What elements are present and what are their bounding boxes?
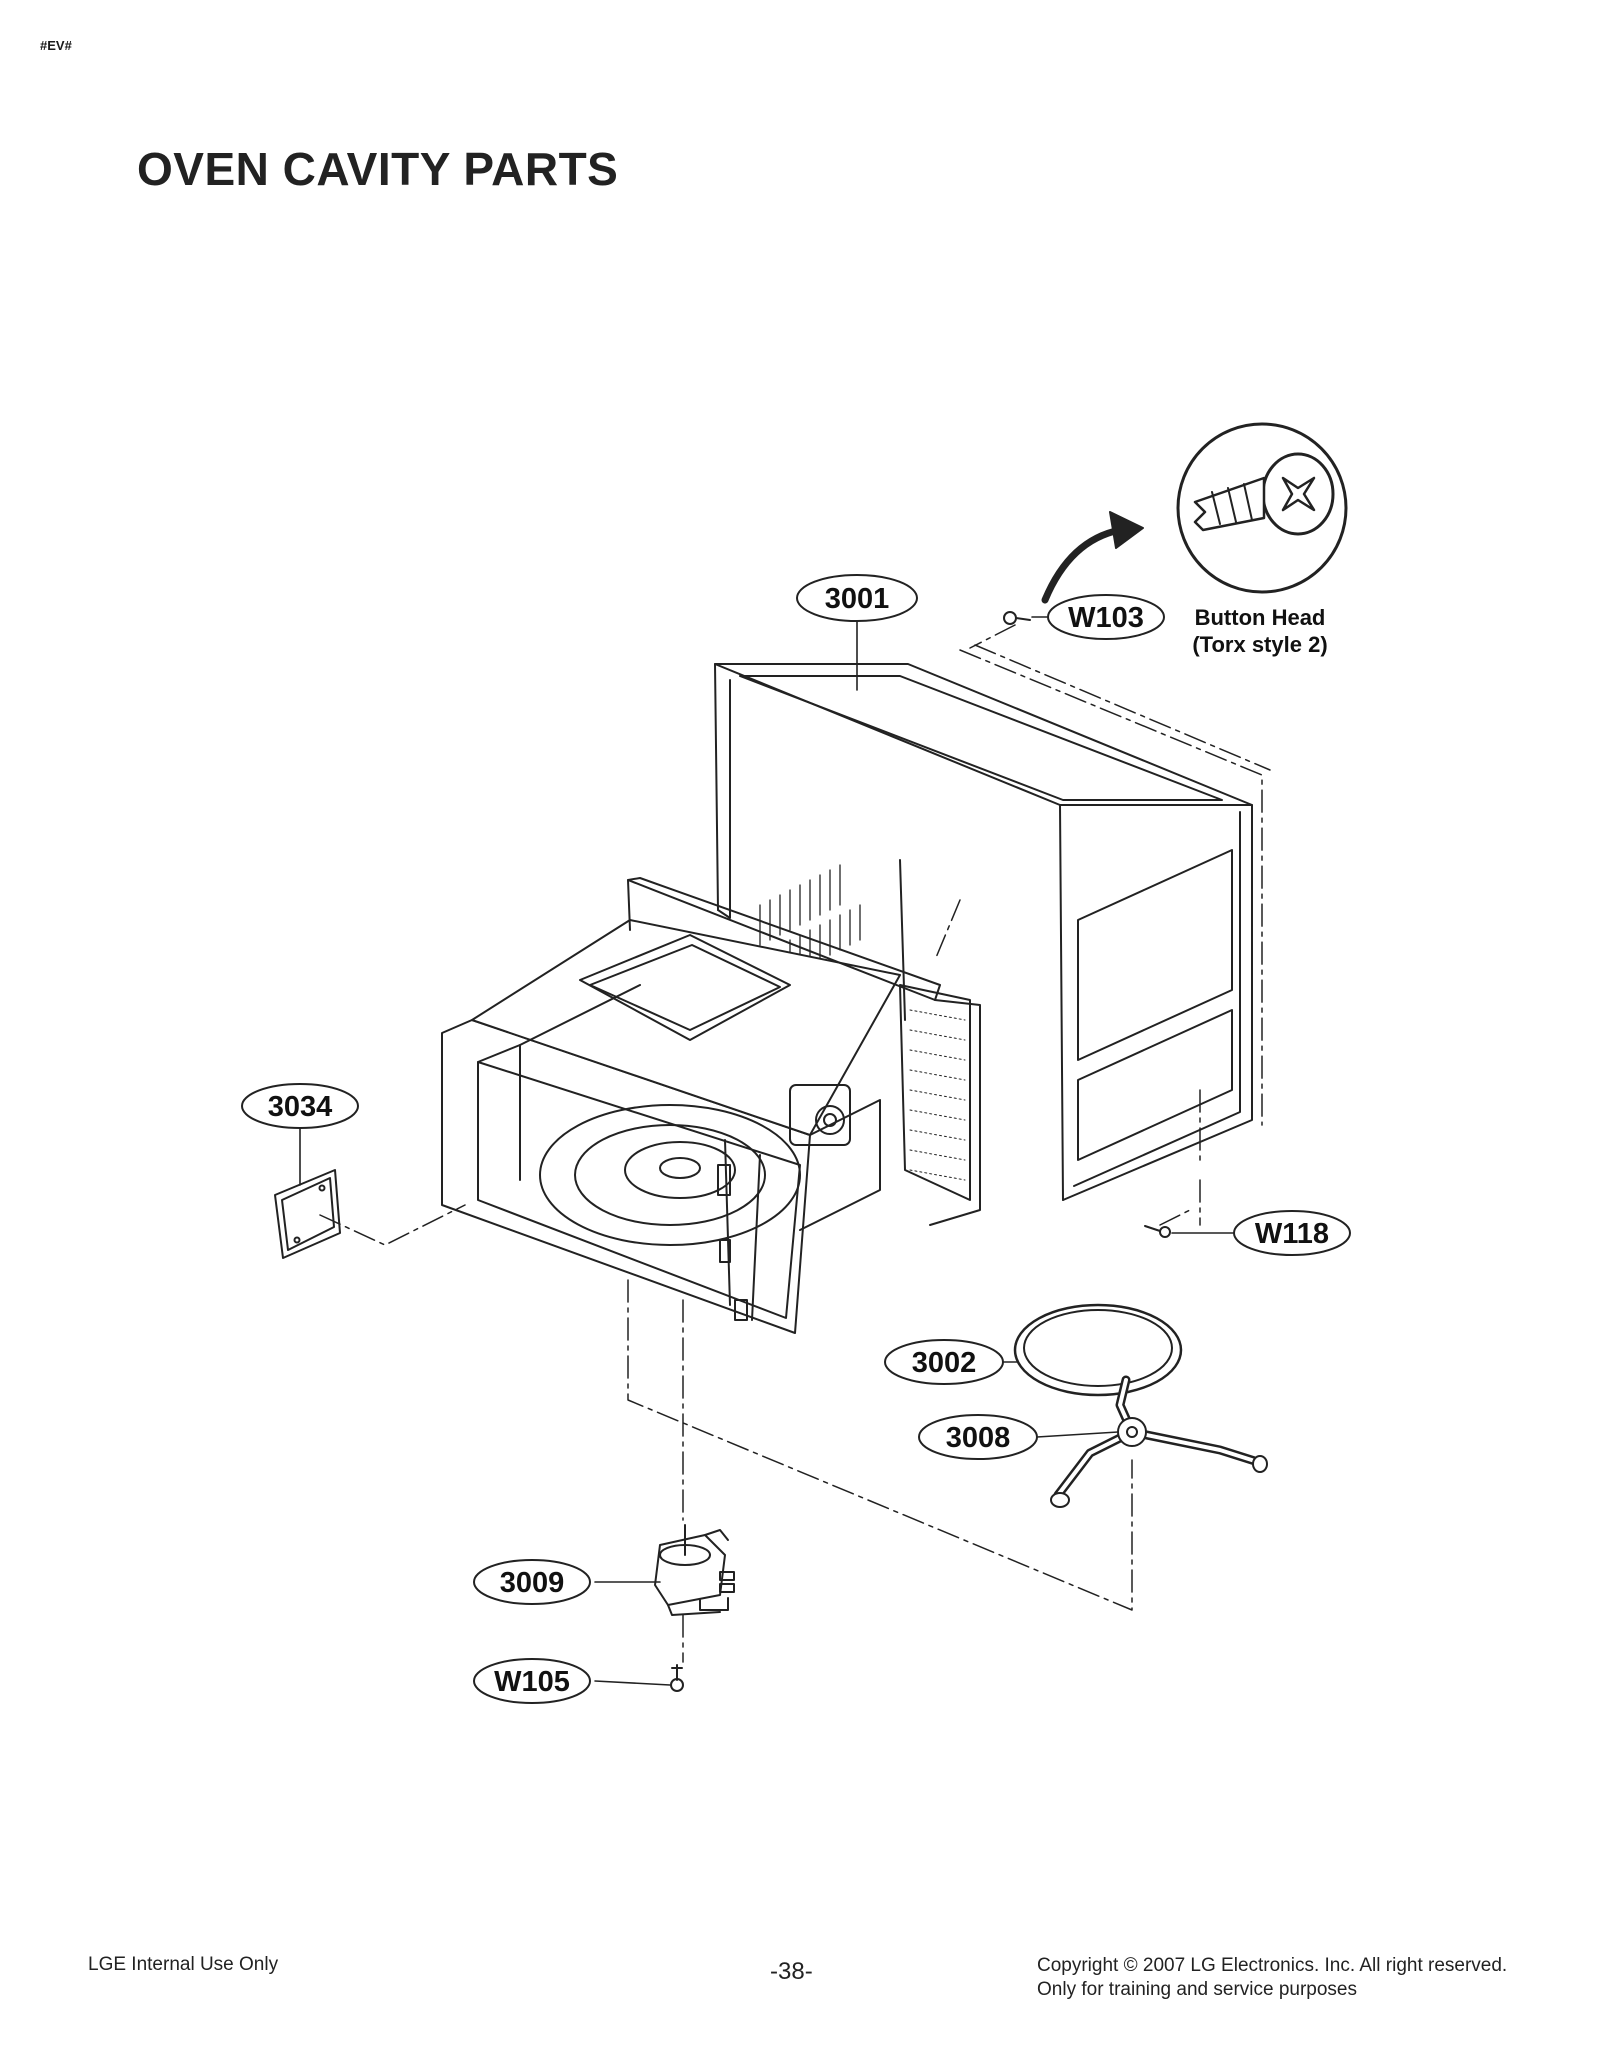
footer-copyright-block: Copyright © 2007 LG Electronics. Inc. Al… — [1037, 1954, 1507, 2002]
w118-screw-part — [1144, 1225, 1171, 1238]
footer-purpose: Only for training and service purposes — [1037, 1979, 1357, 2000]
w105-screw-part — [670, 1664, 684, 1692]
callout-3002: 3002 — [912, 1347, 977, 1379]
footer-internal-use: LGE Internal Use Only — [88, 1954, 279, 1975]
w103-screw-part — [1003, 611, 1031, 625]
callout-3034: 3034 — [268, 1091, 333, 1123]
torx-screw-detail — [1041, 422, 1348, 604]
callout-3008: 3008 — [946, 1422, 1011, 1454]
turntable-motor-part — [654, 1524, 735, 1616]
outer-cabinet-part — [714, 663, 1253, 1201]
callout-w103: W103 — [1068, 602, 1144, 634]
oven-cavity-part — [441, 877, 981, 1334]
footer-copyright: Copyright © 2007 LG Electronics. Inc. Al… — [1037, 1955, 1508, 1976]
page-title: OVEN CAVITY PARTS — [137, 143, 619, 195]
callout-w105: W105 — [494, 1666, 570, 1698]
note-button-head: Button Head — [1195, 605, 1326, 630]
glass-tray-part — [1013, 1303, 1183, 1397]
page-number: -38- — [770, 1958, 813, 1985]
callout-3001: 3001 — [825, 583, 890, 615]
callout-3009: 3009 — [500, 1567, 565, 1599]
note-torx-style: (Torx style 2) — [1192, 632, 1327, 657]
roller-guide-part — [1050, 1375, 1268, 1508]
waveguide-cover-part — [274, 1169, 341, 1259]
document-tag: #EV# — [40, 38, 72, 53]
callout-w118: W118 — [1255, 1218, 1329, 1250]
